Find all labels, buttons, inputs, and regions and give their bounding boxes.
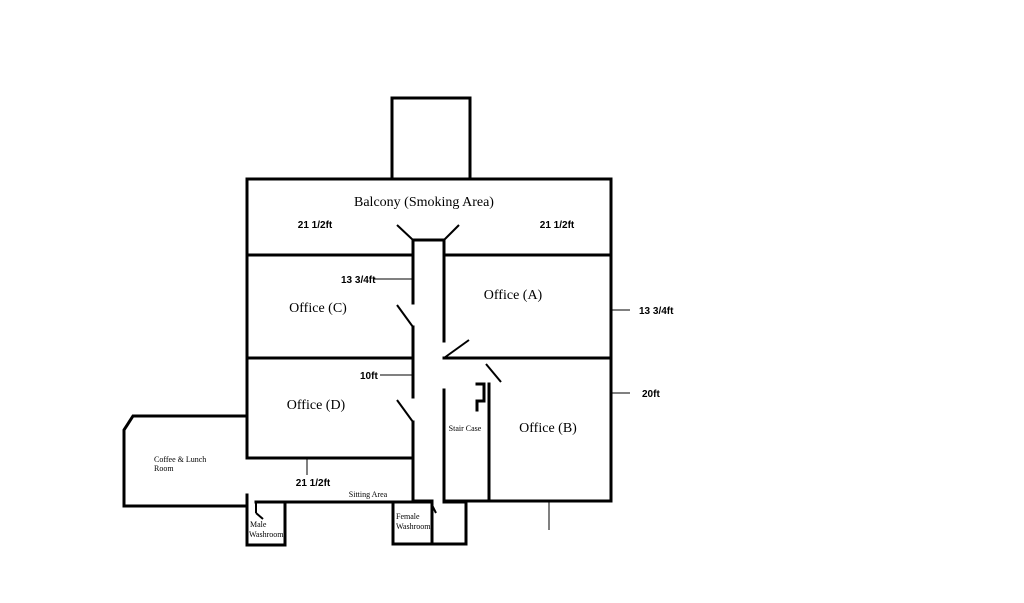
sitting-area-label: Sitting Area: [349, 490, 388, 499]
male-washroom-door: [255, 512, 264, 520]
office-a-label: Office (A): [484, 288, 543, 303]
balcony-left-dimension: 21 1/2ft: [298, 220, 333, 231]
coffee-lunch-room: [122, 414, 249, 508]
office-a-height-dimension: 13 3/4ft: [639, 306, 674, 317]
top-projection: [390, 96, 472, 181]
stair-case-label: Stair Case: [449, 424, 482, 433]
balcony-label: Balcony (Smoking Area): [354, 195, 494, 210]
female-washroom-label-line1: Female: [396, 512, 420, 521]
office-d-door: [396, 399, 414, 423]
office-b-door: [485, 363, 502, 383]
balcony-door-right: [443, 224, 460, 241]
balcony-area: [245, 177, 613, 257]
female-washroom-door: [431, 504, 437, 514]
office-d-label: Office (D): [287, 398, 346, 413]
male-washroom-label-line2: Washroom: [249, 530, 284, 539]
male-washroom-label-line1: Male: [250, 520, 267, 529]
office-c-room: [245, 238, 415, 360]
office-d-width-dimension: 10ft: [360, 371, 378, 382]
corridor-walls: [411, 456, 434, 503]
office-b-height-dimension: 20ft: [642, 389, 660, 400]
male-washroom-room: [245, 500, 287, 547]
office-c-width-dimension: 13 3/4ft: [341, 275, 376, 286]
sitting-area-wall: [245, 493, 434, 513]
coffee-lunch-label-line1: Coffee & Lunch: [154, 455, 206, 464]
stair-case-room: [442, 382, 491, 503]
office-d-room: [245, 356, 415, 460]
office-a-door: [443, 339, 470, 359]
dimension-lines: [306, 278, 630, 530]
female-washroom-label-line2: Washroom: [396, 522, 431, 531]
balcony-door-left: [396, 224, 414, 241]
balcony-right-dimension: 21 1/2ft: [540, 220, 575, 231]
female-washroom-room: [391, 500, 468, 546]
bottom-width-dimension: 21 1/2ft: [296, 478, 331, 489]
office-b-label: Office (B): [519, 421, 577, 436]
office-b-room: [469, 356, 613, 503]
office-c-door: [396, 304, 414, 328]
office-c-label: Office (C): [289, 301, 347, 316]
coffee-lunch-label-line2: Room: [154, 464, 174, 473]
